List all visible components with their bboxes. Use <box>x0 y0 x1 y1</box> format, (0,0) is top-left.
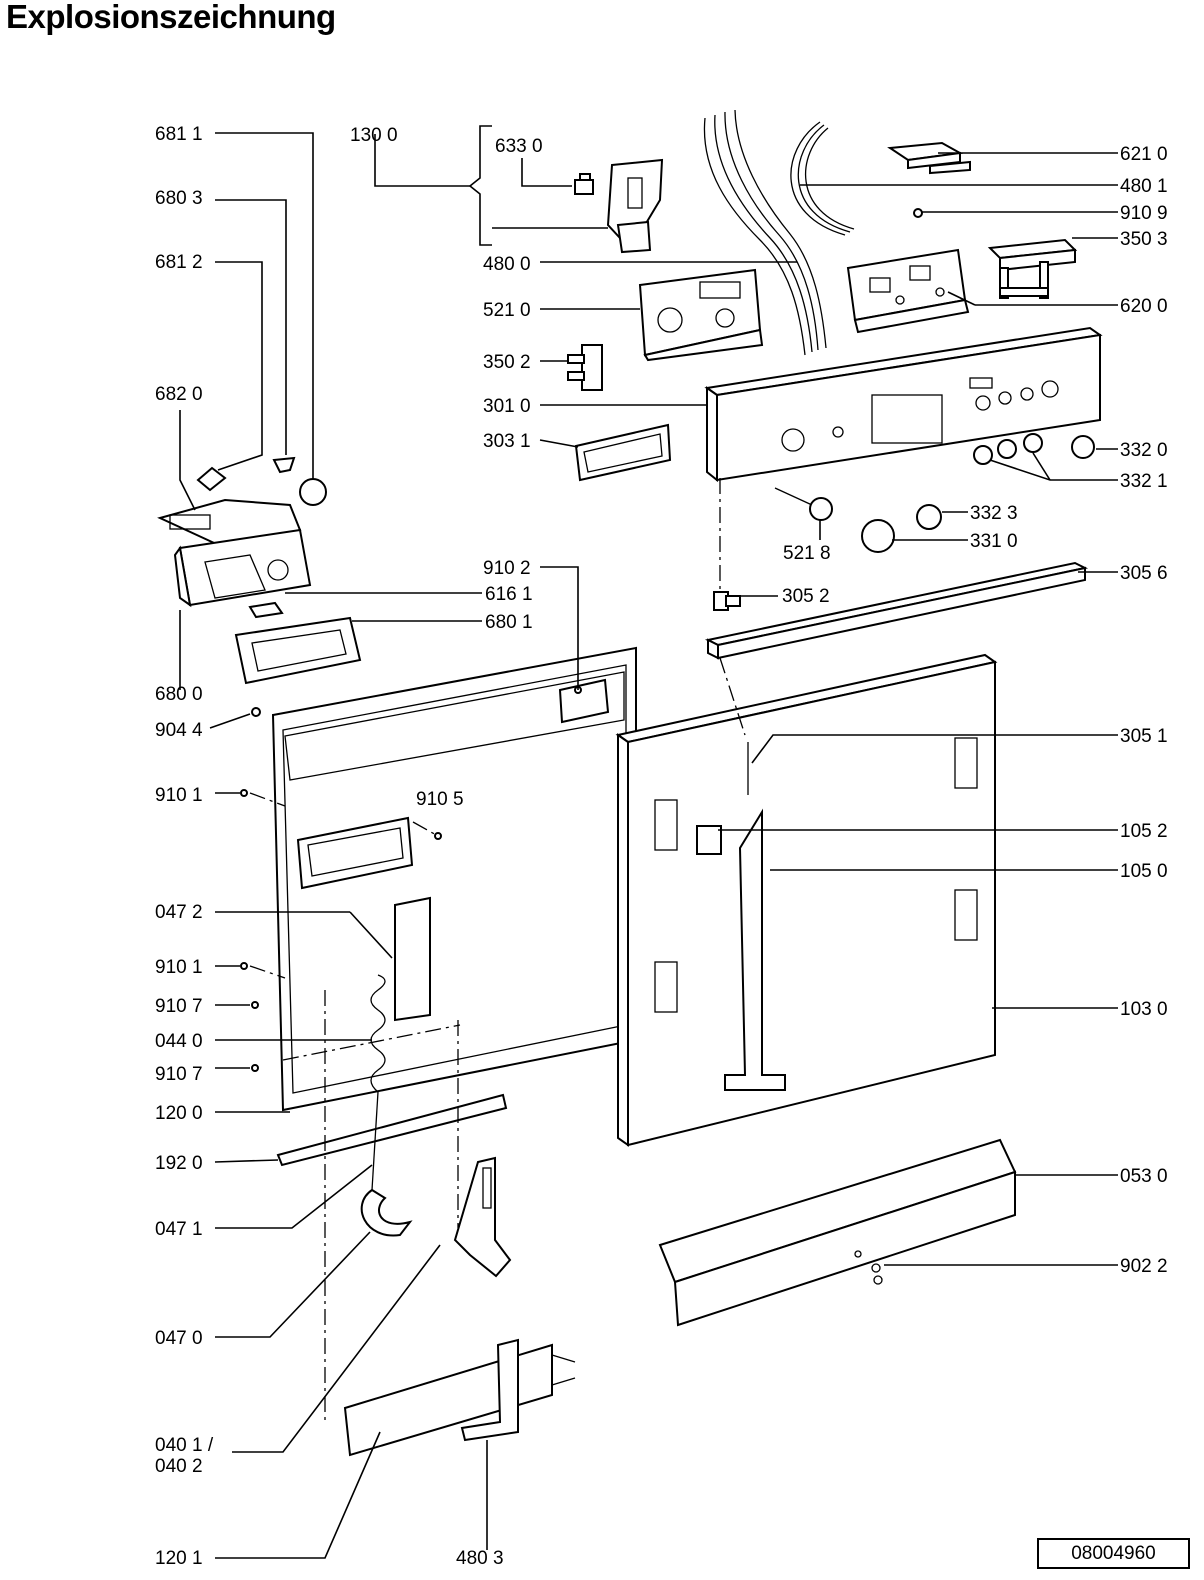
label-192-0: 192 0 <box>155 1153 203 1174</box>
page-title: Explosionszeichnung <box>6 0 336 35</box>
electronics-521-0 <box>638 268 764 362</box>
knob-331-0 <box>861 519 895 553</box>
label-680-1: 680 1 <box>485 612 533 633</box>
label-120-0: 120 0 <box>155 1103 203 1124</box>
spring-044-0 <box>360 974 413 1237</box>
label-047-1: 047 1 <box>155 1219 203 1240</box>
control-panel-301-0 <box>704 326 1103 483</box>
document-number: 08004960 <box>1037 1538 1190 1569</box>
kickplate-053-0 <box>658 1138 1017 1327</box>
label-047-0: 047 0 <box>155 1328 203 1349</box>
leader-lines <box>179 125 1118 1559</box>
label-301-0: 301 0 <box>483 396 531 417</box>
label-910-9: 910 9 <box>1120 203 1168 224</box>
holder-130-0 <box>606 158 664 254</box>
gasket-680-1 <box>234 616 362 685</box>
bottom-plate-120-1 <box>343 1343 576 1457</box>
clip-350-2 <box>567 344 603 391</box>
label-904-4: 904 4 <box>155 720 203 741</box>
label-521-0: 521 0 <box>483 300 531 321</box>
label-305-2: 305 2 <box>782 586 830 607</box>
label-910-1a: 910 1 <box>155 785 203 806</box>
label-105-2: 105 2 <box>1120 821 1168 842</box>
label-620-0: 620 0 <box>1120 296 1168 317</box>
screw-910-1a <box>240 789 248 797</box>
screw-910-7b <box>251 1064 259 1072</box>
module-621-0 <box>887 141 971 175</box>
display-window-303-1 <box>574 423 672 482</box>
bracket-105-0 <box>724 808 786 1091</box>
label-130-0: 130 0 <box>350 125 398 146</box>
part-number-labels: 681 1 680 3 681 2 682 0 616 1 680 1 680 … <box>155 124 1168 1569</box>
label-305-1: 305 1 <box>1120 726 1168 747</box>
label-621-0: 621 0 <box>1120 144 1168 165</box>
label-047-2: 047 2 <box>155 902 203 923</box>
label-305-6: 305 6 <box>1120 563 1168 584</box>
knob-332-3 <box>916 504 942 530</box>
outer-door-103-0 <box>615 653 998 1147</box>
label-902-2: 902 2 <box>1120 1256 1168 1277</box>
label-910-7b: 910 7 <box>155 1064 203 1085</box>
label-303-1: 303 1 <box>483 431 531 452</box>
assembly-centerlines <box>249 478 746 1420</box>
clip-680-3 <box>272 456 296 474</box>
knobs-332 <box>973 433 1095 465</box>
strip-192-0 <box>276 1093 508 1167</box>
screw-910-7a <box>251 1001 259 1009</box>
label-350-3: 350 3 <box>1120 229 1168 250</box>
clip-681-2 <box>196 466 227 492</box>
dispenser-680-0 <box>157 498 312 608</box>
plate-620-0 <box>846 248 970 334</box>
label-680-0: 680 0 <box>155 684 203 705</box>
label-053-0: 053 0 <box>1120 1166 1168 1187</box>
label-633-0: 633 0 <box>495 136 543 157</box>
label-680-3: 680 3 <box>155 188 203 209</box>
label-332-3: 332 3 <box>970 503 1018 524</box>
label-910-1b: 910 1 <box>155 957 203 978</box>
label-681-2: 681 2 <box>155 252 203 273</box>
label-331-0: 331 0 <box>970 531 1018 552</box>
bracket-480-3 <box>460 1338 519 1442</box>
hinge-305-2 <box>713 591 741 611</box>
label-616-1: 616 1 <box>485 584 533 605</box>
label-521-8: 521 8 <box>783 543 831 564</box>
screw-910-1b <box>240 962 248 970</box>
label-332-0: 332 0 <box>1120 440 1168 461</box>
selector-521-8 <box>774 487 833 521</box>
label-910-2: 910 2 <box>483 558 531 579</box>
label-910-7a: 910 7 <box>155 996 203 1017</box>
clip-105-2 <box>696 825 722 855</box>
bracket-350-3 <box>987 238 1078 299</box>
label-682-0: 682 0 <box>155 384 203 405</box>
label-120-1: 120 1 <box>155 1548 203 1569</box>
label-350-2: 350 2 <box>483 352 531 373</box>
label-103-0: 103 0 <box>1120 999 1168 1020</box>
screw-902-2 <box>871 1263 883 1285</box>
part-616-1 <box>248 601 284 619</box>
hinge-047-0 <box>453 1156 512 1278</box>
wire-harness <box>703 109 855 356</box>
label-480-3: 480 3 <box>456 1548 504 1569</box>
screw-910-9 <box>913 208 923 218</box>
label-040-2: 040 2 <box>155 1456 203 1477</box>
screw-904-4 <box>251 707 261 717</box>
label-480-1: 480 1 <box>1120 176 1168 197</box>
part-drawings <box>157 109 1103 1457</box>
inner-door-120-0 <box>271 646 637 1112</box>
switch-633-0 <box>574 173 594 195</box>
label-040-1: 040 1 / <box>155 1435 214 1456</box>
label-480-0: 480 0 <box>483 254 531 275</box>
rail-305-6 <box>704 561 1089 660</box>
label-910-5: 910 5 <box>416 789 464 810</box>
screw-910-5 <box>434 832 442 840</box>
label-332-1: 332 1 <box>1120 471 1168 492</box>
label-105-0: 105 0 <box>1120 861 1168 882</box>
cap-681-1 <box>299 478 327 506</box>
label-681-1: 681 1 <box>155 124 203 145</box>
label-044-0: 044 0 <box>155 1031 203 1052</box>
